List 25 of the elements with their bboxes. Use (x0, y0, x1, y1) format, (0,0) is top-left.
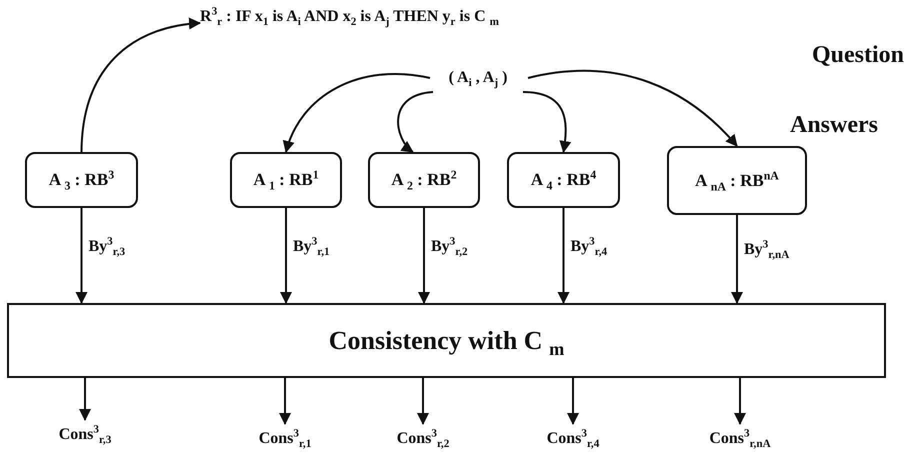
rule-base-box: A $_{1}$ : RB$^{1}$ (230, 152, 342, 208)
arrow (558, 208, 570, 304)
rule-text: R$^{3}$$_{r}$ : IF x$_{1}$ is A$_{i}$ AND x$_{2}$ is A$_{j}$ THEN y$_{r}$ is C $_{m}$ (200, 8, 499, 26)
arrow (734, 378, 746, 425)
arrow (567, 378, 579, 425)
arrow (731, 215, 743, 304)
arrow (79, 378, 91, 421)
rule-base-box: A $_{4}$ : RB$^{4}$ (507, 152, 620, 208)
arrow (522, 91, 572, 153)
rule-base-box: A $_{3}$ : RB$^{3}$ (25, 152, 138, 208)
arrow (284, 72, 430, 153)
arrow (80, 18, 201, 152)
arrow (76, 208, 88, 304)
heading-text: Question (812, 42, 904, 69)
node-label: ( A$_{i}$ , A$_{j}$ ) (448, 69, 508, 87)
arrow (418, 208, 430, 304)
arrow (417, 378, 429, 425)
arrow (279, 378, 291, 425)
process-box: Consistency with C $_{m}$ (7, 303, 886, 378)
arrow (528, 70, 738, 147)
rule-base-box: A $_{nA}$ : RB$^{nA}$ (667, 146, 807, 215)
arrow (397, 91, 434, 153)
heading-text: Answers (790, 112, 878, 139)
rule-base-box: A $_{2}$ : RB$^{2}$ (368, 152, 480, 208)
arrow (280, 208, 292, 304)
